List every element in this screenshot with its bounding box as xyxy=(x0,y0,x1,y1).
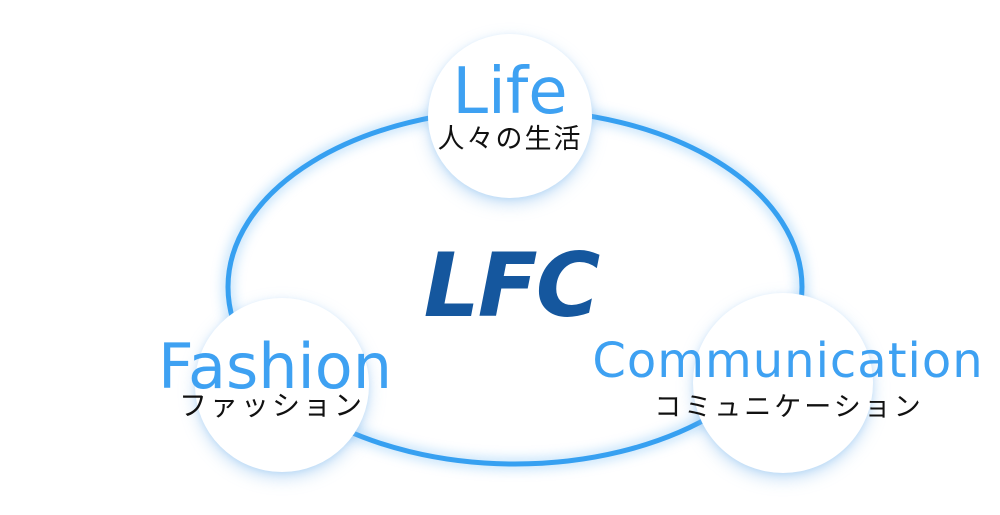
communication-circle xyxy=(693,293,873,473)
fashion-circle xyxy=(195,298,369,472)
communication-sublabel-ja: コミュニケーション xyxy=(654,392,924,423)
lfc-center-label: LFC xyxy=(423,234,601,337)
life-circle xyxy=(428,34,592,198)
life-sublabel-ja: 人々の生活 xyxy=(437,124,583,155)
communication-label: Communication xyxy=(592,333,984,389)
fashion-sublabel-ja: ファッション xyxy=(178,389,366,422)
life-label: Life xyxy=(452,55,568,129)
fashion-label: Fashion xyxy=(157,330,393,403)
